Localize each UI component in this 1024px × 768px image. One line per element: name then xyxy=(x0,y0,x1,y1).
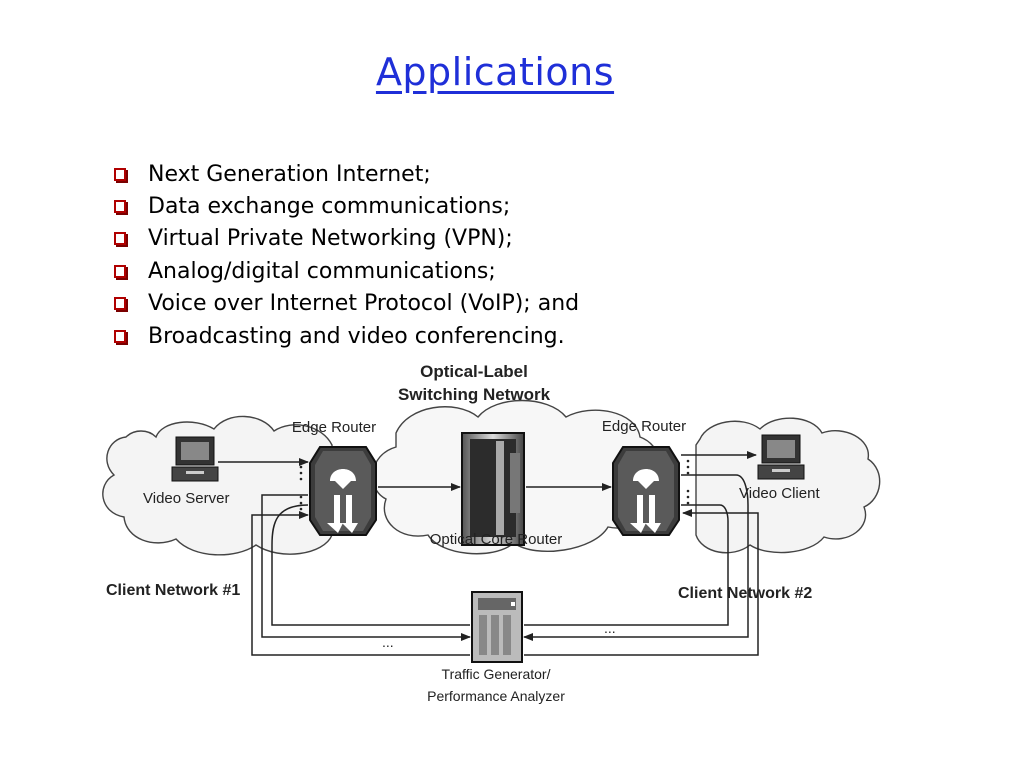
bullet-text: Data exchange communications; xyxy=(148,194,511,220)
network-diagram: Optical-Label Switching Network Edge Rou… xyxy=(96,355,886,723)
edge-router-right-icon xyxy=(612,446,680,536)
client-network-2-label: Client Network #2 xyxy=(678,585,812,602)
edge-router-left-label: Edge Router xyxy=(292,419,376,436)
bullet-text: Next Generation Internet; xyxy=(148,161,431,187)
optical-core-router-label: Optical Core Router xyxy=(430,531,563,548)
bullet-text: Broadcasting and video conferencing. xyxy=(148,323,565,349)
edge-router-right-label: Edge Router xyxy=(602,418,686,435)
connection-arrows xyxy=(218,451,759,656)
bullet-item: Virtual Private Networking (VPN); xyxy=(114,223,579,255)
bullet-text: Analog/digital communications; xyxy=(148,258,496,284)
ellipsis-left: ... xyxy=(382,634,394,650)
ellipsis-right: ... xyxy=(604,620,616,636)
traffic-generator-label-2: Performance Analyzer xyxy=(427,688,565,704)
video-server-icon xyxy=(171,436,219,482)
bullet-text: Virtual Private Networking (VPN); xyxy=(148,226,513,252)
traffic-generator-label-1: Traffic Generator/ xyxy=(442,666,551,682)
square-bullet-icon xyxy=(114,200,126,214)
square-bullet-icon xyxy=(114,297,126,311)
bullet-item: Data exchange communications; xyxy=(114,190,579,222)
optical-core-router-icon xyxy=(461,432,525,546)
bullet-item: Voice over Internet Protocol (VoIP); and xyxy=(114,288,579,320)
network-title-line1: Optical-Label xyxy=(420,362,528,381)
bullet-item: Next Generation Internet; xyxy=(114,158,579,190)
bullet-text: Voice over Internet Protocol (VoIP); and xyxy=(148,291,580,317)
bullet-item: Broadcasting and video conferencing. xyxy=(114,320,579,352)
edge-router-left-icon xyxy=(309,446,377,536)
client-network-1-cloud xyxy=(102,415,333,556)
square-bullet-icon xyxy=(114,329,126,343)
client-network-1-label: Client Network #1 xyxy=(106,582,240,599)
square-bullet-icon xyxy=(114,167,126,181)
traffic-generator-icon xyxy=(471,591,523,663)
slide-title: Applications xyxy=(375,50,615,94)
port-dots xyxy=(299,459,690,511)
video-client-label: Video Client xyxy=(739,485,820,502)
client-network-2-cloud xyxy=(695,417,881,554)
square-bullet-icon xyxy=(114,264,126,278)
video-server-label: Video Server xyxy=(143,490,229,507)
bullet-list: Next Generation Internet; Data exchange … xyxy=(114,158,579,352)
network-title-line2: Switching Network xyxy=(398,385,551,404)
video-client-icon xyxy=(757,434,805,480)
square-bullet-icon xyxy=(114,232,126,246)
bullet-item: Analog/digital communications; xyxy=(114,255,579,287)
